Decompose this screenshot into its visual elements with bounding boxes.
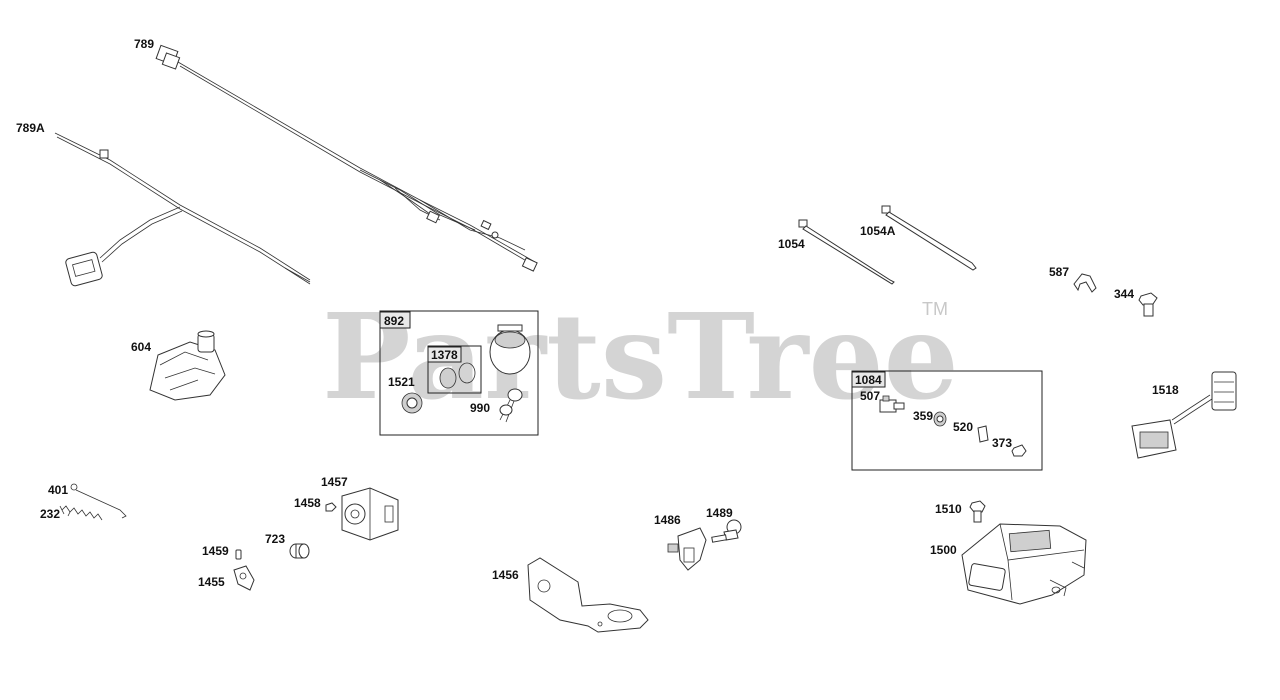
label-1500[interactable]: 1500 (930, 543, 957, 557)
key-icon[interactable] (499, 388, 523, 423)
label-789[interactable]: 789 (134, 37, 154, 51)
label-1521[interactable]: 1521 (388, 375, 415, 389)
label-990[interactable]: 990 (470, 401, 490, 415)
label-232[interactable]: 232 (40, 507, 60, 521)
label-1518[interactable]: 1518 (1152, 383, 1179, 397)
label-1455[interactable]: 1455 (198, 575, 225, 589)
kit-892 (379, 310, 539, 436)
label-1489[interactable]: 1489 (706, 506, 733, 520)
part-1500-control-module[interactable] (961, 523, 1087, 605)
label-373[interactable]: 373 (992, 436, 1012, 450)
part-1054a-cable-tie[interactable] (881, 205, 977, 271)
label-1456[interactable]: 1456 (492, 568, 519, 582)
part-1486-sensor[interactable] (667, 527, 707, 571)
part-789a-harness[interactable] (54, 132, 311, 287)
part-723-bushing[interactable] (289, 543, 310, 559)
part-1510-bolt[interactable] (969, 500, 986, 523)
watermark-trademark: TM (922, 299, 948, 319)
label-1510[interactable]: 1510 (935, 502, 962, 516)
label-1054[interactable]: 1054 (778, 237, 805, 251)
label-359[interactable]: 359 (913, 409, 933, 423)
part-789-harness[interactable] (155, 44, 538, 272)
label-789a[interactable]: 789A (16, 121, 45, 135)
callout-labels: 789 789A 604 892 1378 1521 990 1054 1054… (16, 37, 1179, 589)
label-604[interactable]: 604 (131, 340, 151, 354)
part-344-bolt[interactable] (1138, 292, 1158, 317)
kit-1084 (851, 370, 1043, 471)
label-1084[interactable]: 1084 (855, 373, 882, 387)
label-1378[interactable]: 1378 (431, 348, 458, 362)
part-1457-actuator[interactable] (341, 487, 399, 541)
part-232-spring[interactable] (59, 505, 103, 521)
part-1489-bolt[interactable] (711, 519, 742, 543)
label-892[interactable]: 892 (384, 314, 404, 328)
label-401[interactable]: 401 (48, 483, 68, 497)
label-1486[interactable]: 1486 (654, 513, 681, 527)
ignition-switch[interactable] (489, 324, 531, 375)
label-723[interactable]: 723 (265, 532, 285, 546)
part-1518-harness[interactable] (1131, 371, 1237, 459)
part-507-switch[interactable] (879, 395, 905, 413)
label-1457[interactable]: 1457 (321, 475, 348, 489)
part-1054-cable-tie[interactable] (798, 219, 895, 285)
label-520[interactable]: 520 (953, 420, 973, 434)
label-1459[interactable]: 1459 (202, 544, 229, 558)
label-587[interactable]: 587 (1049, 265, 1069, 279)
part-587-clamp[interactable] (1073, 273, 1097, 293)
label-1458[interactable]: 1458 (294, 496, 321, 510)
part-604-cover[interactable] (149, 330, 226, 401)
label-507[interactable]: 507 (860, 389, 880, 403)
part-1459-pin[interactable] (235, 549, 242, 560)
part-1458-screw[interactable] (325, 502, 337, 512)
label-344[interactable]: 344 (1114, 287, 1134, 301)
part-401-rod[interactable] (70, 483, 127, 519)
part-1456-bracket[interactable] (527, 557, 649, 633)
part-1455-bracket[interactable] (233, 565, 255, 591)
label-1054a[interactable]: 1054A (860, 224, 896, 238)
